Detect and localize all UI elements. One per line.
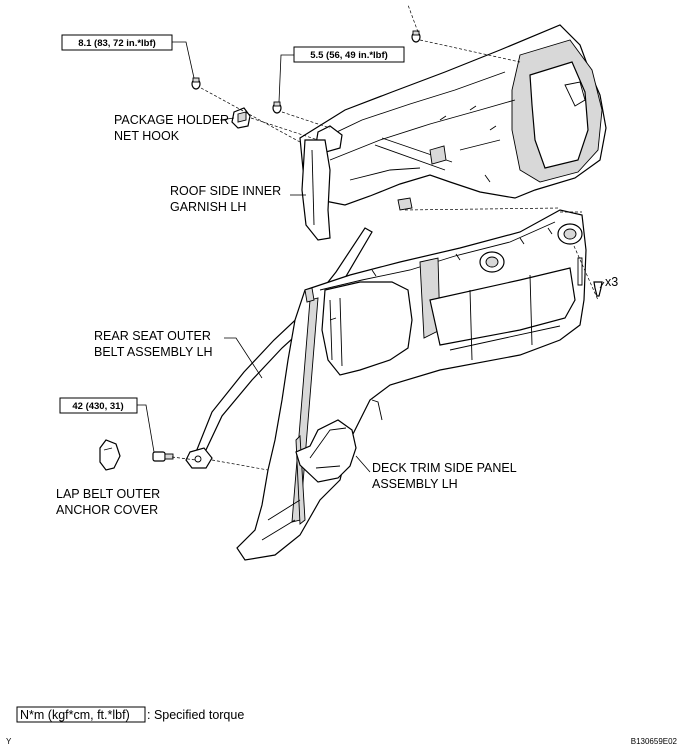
clip-x3 [593,281,603,297]
legend-unit-box: N*m (kgf*cm, ft.*lbf) [20,708,130,722]
corner-letter: Y [6,737,12,746]
package-holder-net-hook [231,107,251,129]
label-roof-side: ROOF SIDE INNER [170,184,281,198]
roof-side-inner-garnish [299,24,607,241]
screw-top [411,30,421,43]
screw-8-1 [191,77,201,90]
torque-legend: N*m (kgf*cm, ft.*lbf) : Specified torque [16,706,244,723]
deck-trim-side-panel [236,209,587,561]
label-clip-count: x3 [605,275,618,289]
torque-callout-8-1: 8.1 (83, 72 in.*lbf) [61,34,173,51]
torque-callout-42: 42 (430, 31) [59,397,138,414]
label-package-holder: PACKAGE HOLDER [114,113,229,127]
label-assembly-lh: ASSEMBLY LH [372,477,458,491]
label-rear-seat: REAR SEAT OUTER [94,329,211,343]
label-deck-trim: DECK TRIM SIDE PANEL [372,461,517,475]
torque-value: 5.5 (56, 49 in.*lbf) [310,50,388,61]
leader-lines [137,41,605,473]
lap-belt-outer-anchor-cover [99,439,121,471]
label-net-hook: NET HOOK [114,129,180,143]
label-garnish-lh: GARNISH LH [170,200,246,214]
label-lap-belt: LAP BELT OUTER [56,487,160,501]
label-anchor-cover: ANCHOR COVER [56,503,158,517]
label-belt-assembly: BELT ASSEMBLY LH [94,345,213,359]
torque-value: 8.1 (83, 72 in.*lbf) [78,38,156,49]
torque-value: 42 (430, 31) [72,401,123,412]
torque-callout-5-5: 5.5 (56, 49 in.*lbf) [293,46,405,63]
legend-unit-text: : Specified torque [147,708,244,722]
figure-code: B130659E02 [631,737,678,746]
alignment-lines [171,4,599,471]
bolt-42 [152,451,174,462]
screw-5-5 [272,101,282,114]
